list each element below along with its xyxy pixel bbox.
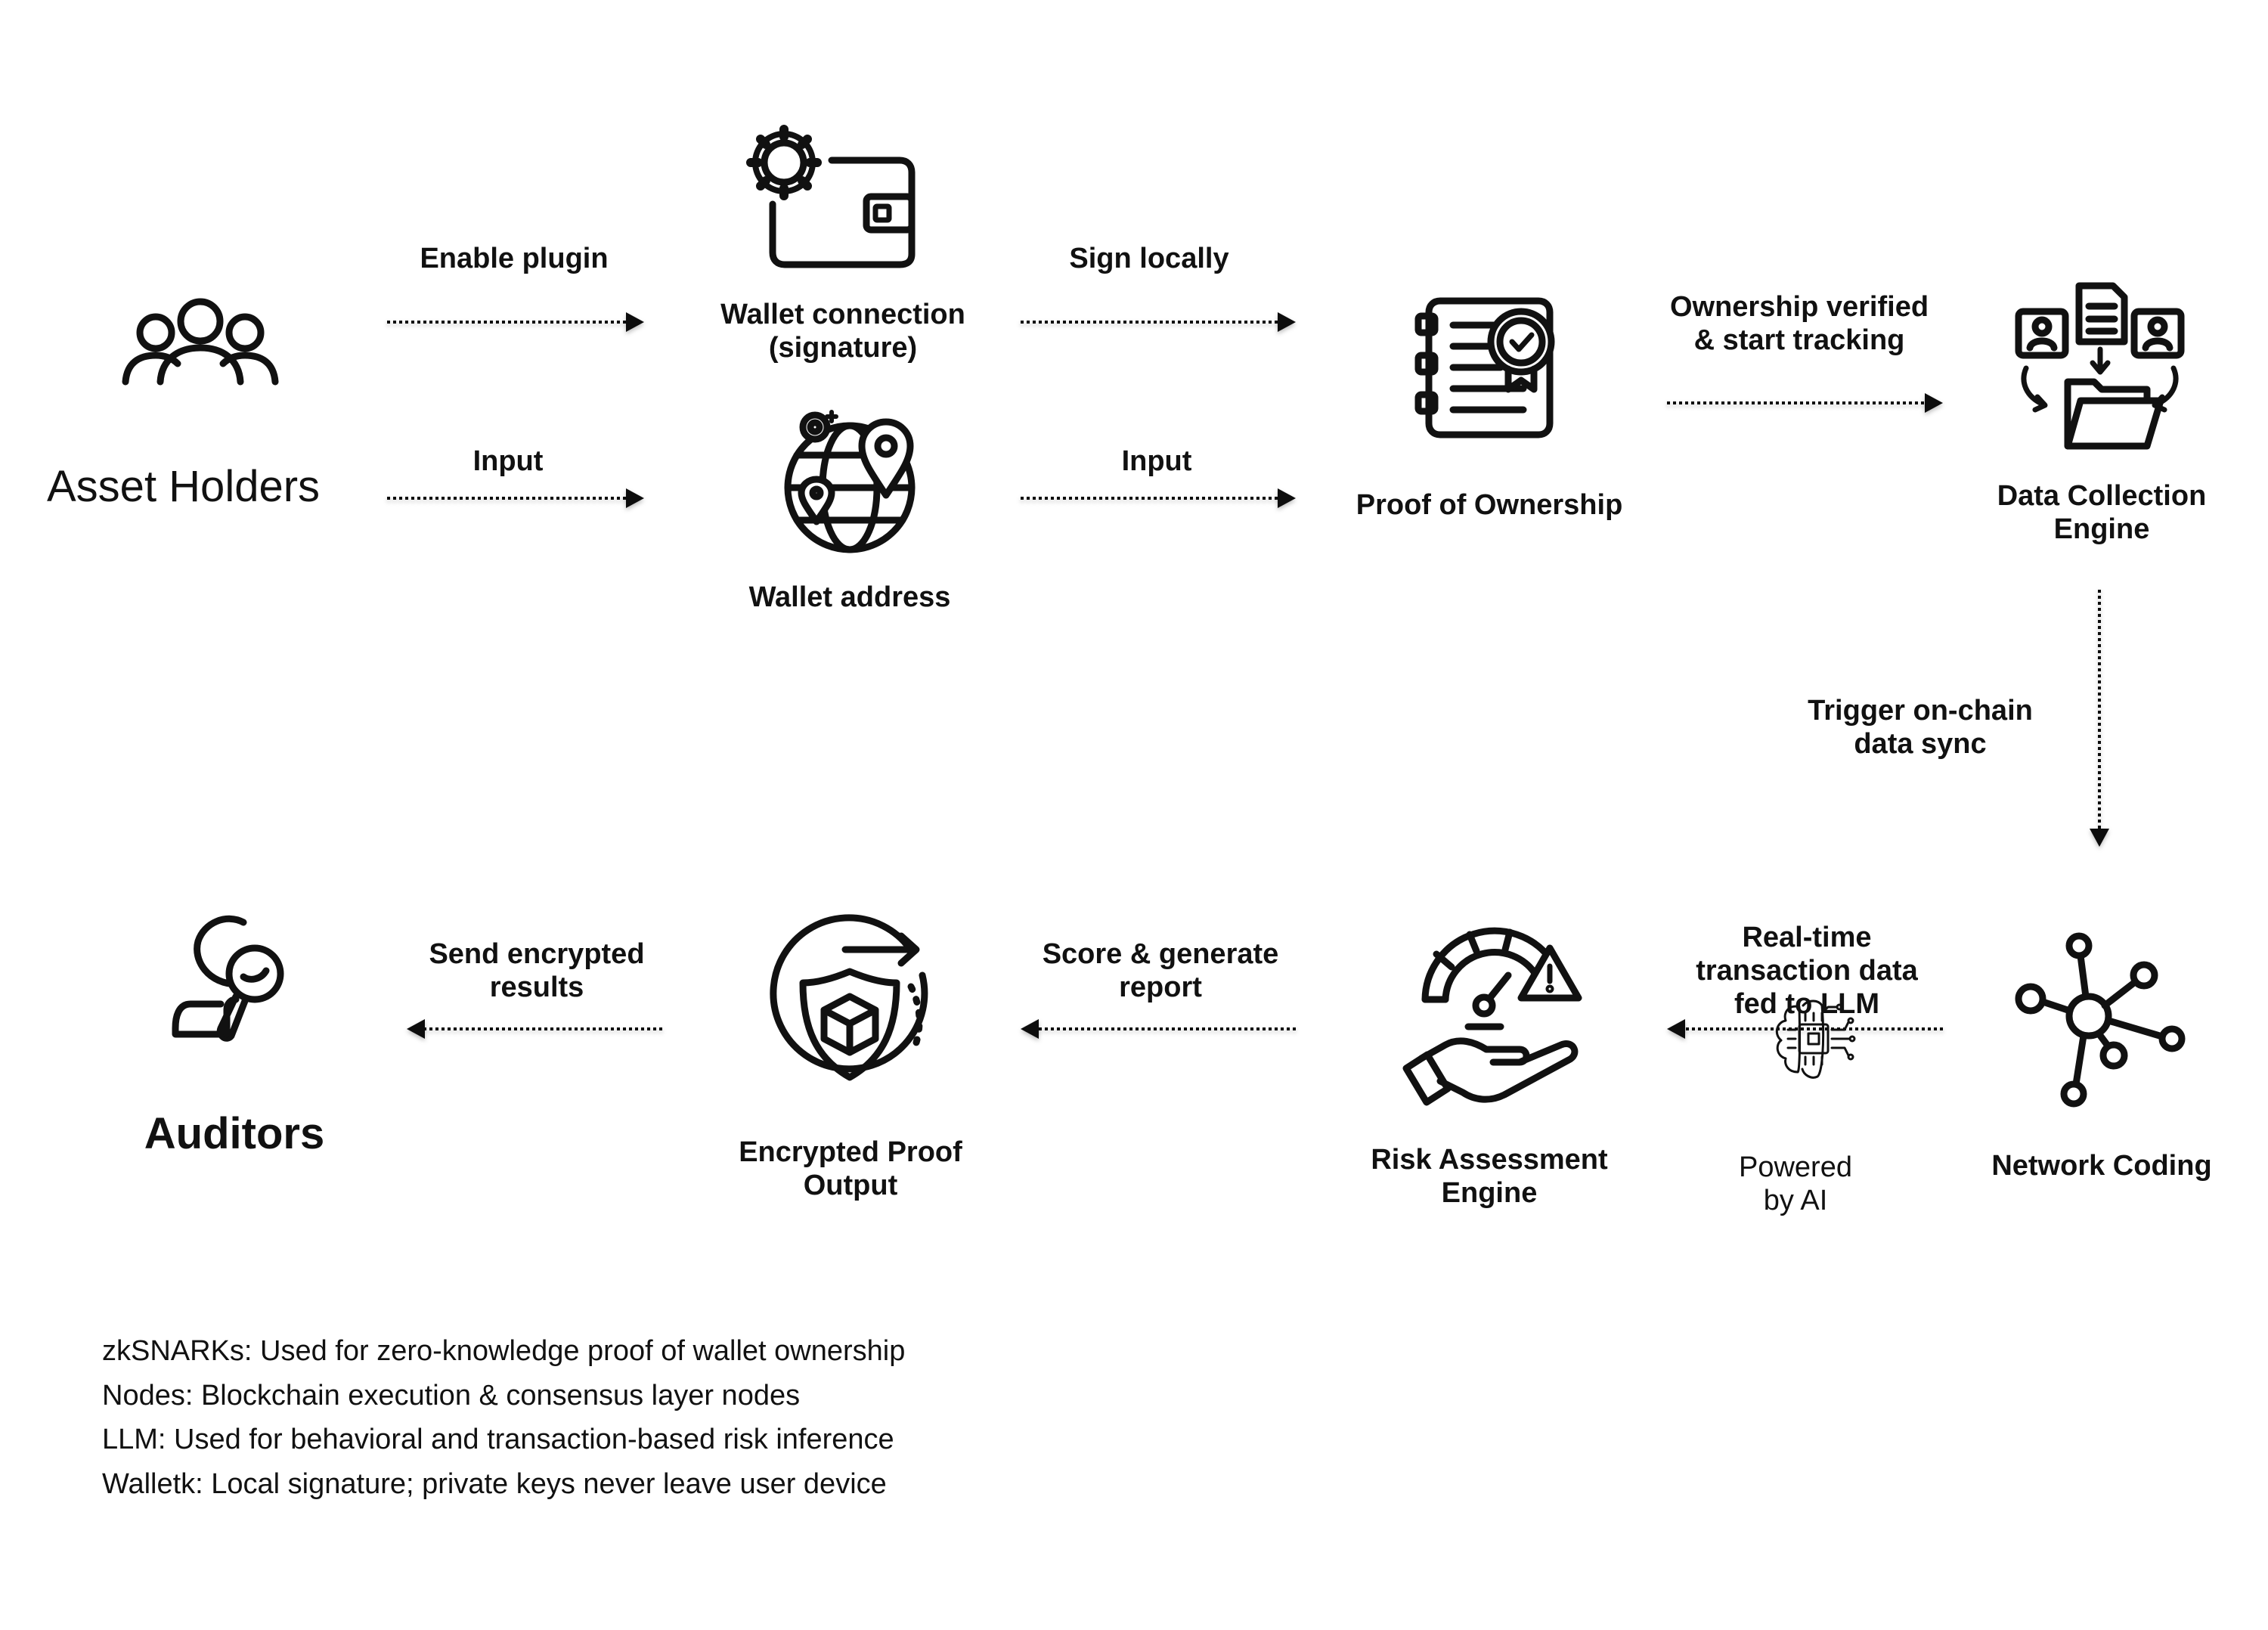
risk-assessment-engine-label: Risk Assessment Engine (1371, 1144, 1608, 1209)
arrow-trigger-sync (2090, 590, 2109, 847)
arrow-input-2 (1021, 488, 1296, 508)
arrow-realtime-data (1667, 1019, 1943, 1039)
asset-holders-label: Asset Holders (47, 462, 321, 511)
edge-label-ownership-verified: Ownership verified & start tracking (1669, 291, 1929, 356)
legend-notes: zkSNARKs: Used for zero-knowledge proof … (102, 1329, 905, 1506)
powered-by-ai-label: Powered by AI (1739, 1151, 1852, 1216)
arrow-enable-plugin (387, 312, 644, 332)
arrow-score-report (1021, 1019, 1296, 1039)
encrypted-proof-output-label: Encrypted Proof Output (739, 1136, 962, 1201)
proof-of-ownership-label: Proof of Ownership (1356, 489, 1623, 521)
auditor-magnifier-icon (172, 915, 284, 1042)
wallet-address-label: Wallet address (748, 581, 951, 613)
users-group-icon (122, 298, 279, 386)
note-walletk: Walletk: Local signature; private keys n… (102, 1467, 887, 1500)
edge-label-trigger-sync: Trigger on-chain data sync (1808, 695, 2033, 760)
edge-label-realtime-data: Real-time transaction data fed to LLM (1696, 922, 1918, 1020)
edge-label-enable-plugin: Enable plugin (420, 243, 609, 274)
globe-location-icon (784, 410, 916, 553)
edge-label-input-1: Input (472, 445, 544, 477)
wallet-gear-icon (746, 125, 916, 268)
note-llm: LLM: Used for behavioral and transaction… (102, 1424, 894, 1455)
edge-label-send-encrypted: Send encrypted results (429, 938, 645, 1003)
arrow-sign-locally (1021, 312, 1296, 332)
edge-label-sign-locally: Sign locally (1069, 243, 1229, 274)
certificate-icon (1414, 297, 1555, 438)
wallet-connection-label: Wallet connection (signature) (720, 299, 965, 364)
note-zksnarks: zkSNARKs: Used for zero-knowledge proof … (102, 1335, 906, 1367)
network-coding-label: Network Coding (1991, 1150, 2212, 1182)
arrow-ownership-verified (1667, 393, 1943, 413)
note-nodes: Nodes: Blockchain execution & consensus … (102, 1379, 801, 1412)
edge-label-score-report: Score & generate report (1042, 938, 1279, 1003)
ai-brain-chip-icon (1775, 999, 1856, 1079)
shield-cube-icon (770, 914, 928, 1081)
edge-label-input-2: Input (1121, 445, 1192, 477)
arrow-send-encrypted (407, 1019, 662, 1039)
arrow-input-1 (387, 488, 644, 508)
auditors-label: Auditors (144, 1109, 325, 1158)
risk-gauge-icon (1402, 927, 1582, 1106)
network-nodes-icon (2015, 932, 2186, 1108)
data-collection-engine-label: Data Collection Engine (1997, 480, 2207, 545)
data-folder-icon (2015, 282, 2185, 450)
